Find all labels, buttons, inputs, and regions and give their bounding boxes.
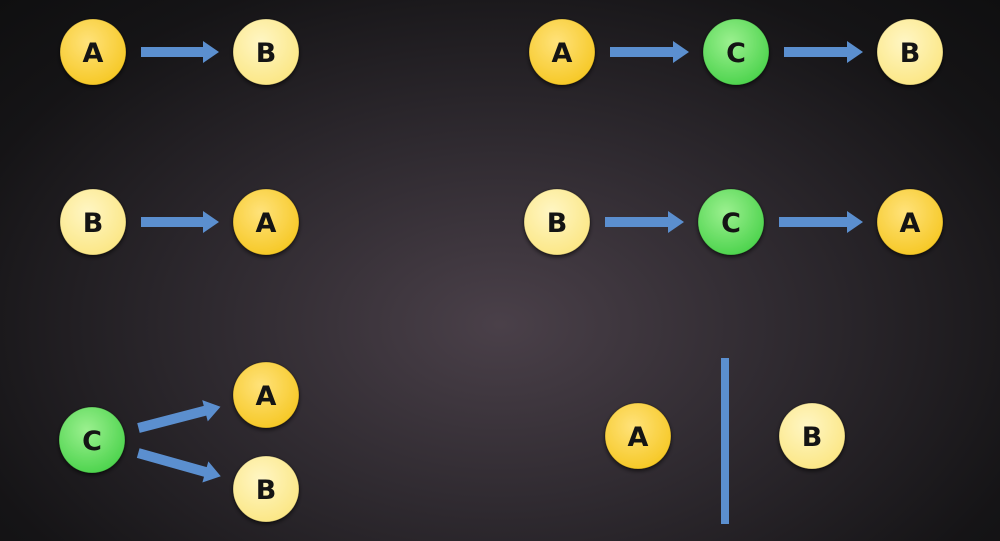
node-a: A: [604, 402, 672, 470]
arrow: [141, 211, 219, 233]
node-label: B: [256, 38, 277, 69]
node-c: C: [58, 406, 126, 474]
node-label: C: [721, 208, 741, 239]
node-label: C: [726, 38, 746, 69]
arrow: [610, 41, 689, 63]
node-label: C: [82, 426, 102, 457]
node-b: B: [59, 188, 127, 256]
arrow: [141, 41, 219, 63]
node-label: B: [256, 475, 277, 506]
node-b: B: [876, 18, 944, 86]
node-a: A: [528, 18, 596, 86]
arrow: [779, 211, 863, 233]
node-label: A: [256, 381, 277, 412]
node-b: B: [523, 188, 591, 256]
arrow: [784, 41, 863, 63]
node-a: A: [59, 18, 127, 86]
node-a: A: [876, 188, 944, 256]
node-a: A: [232, 188, 300, 256]
node-label: A: [83, 38, 104, 69]
node-label: B: [802, 422, 823, 453]
node-c: C: [697, 188, 765, 256]
diagram-c-causes-both: C A B: [58, 361, 300, 523]
node-label: A: [256, 208, 277, 239]
node-label: A: [552, 38, 573, 69]
arrow: [137, 400, 221, 433]
node-label: B: [900, 38, 921, 69]
arrow: [605, 211, 684, 233]
node-a: A: [232, 361, 300, 429]
arrow: [136, 448, 221, 483]
node-label: B: [83, 208, 104, 239]
node-b: B: [778, 402, 846, 470]
node-label: A: [628, 422, 649, 453]
node-b: B: [232, 18, 300, 86]
node-b: B: [232, 455, 300, 523]
node-label: A: [900, 208, 921, 239]
node-label: B: [547, 208, 568, 239]
node-c: C: [702, 18, 770, 86]
